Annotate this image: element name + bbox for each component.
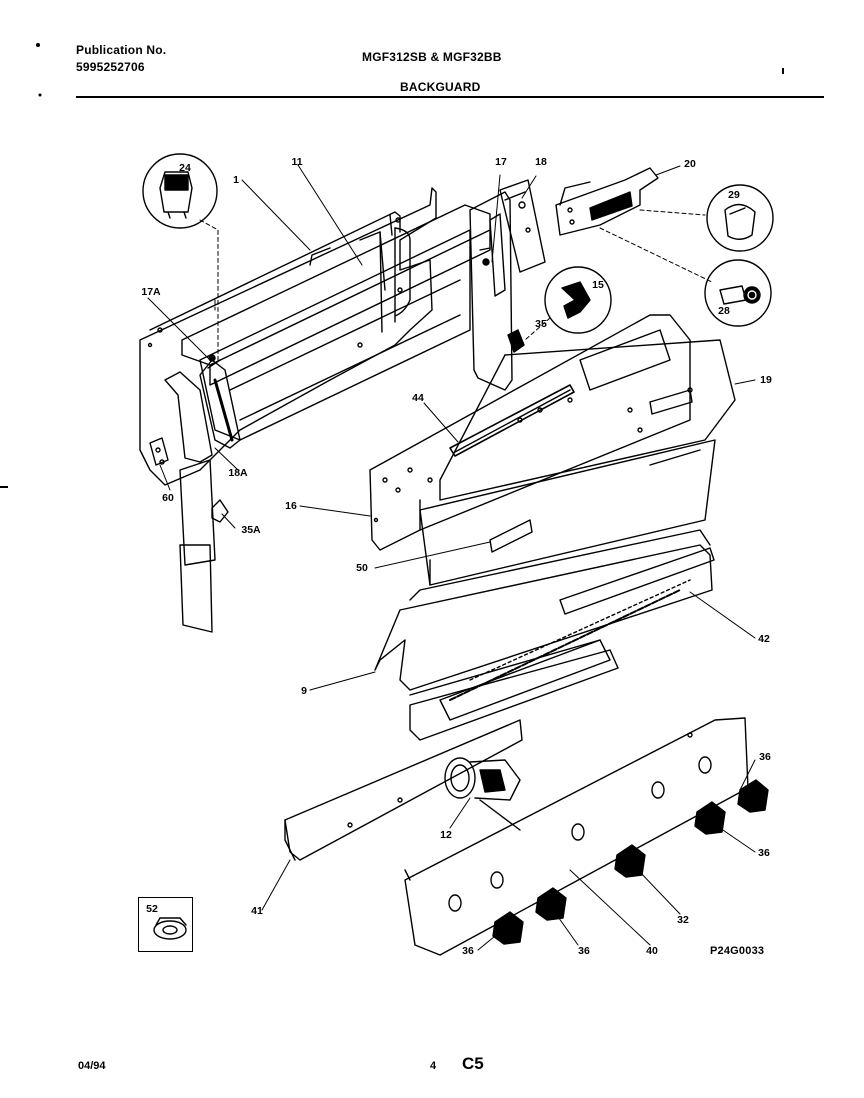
knob-insert-part-29 — [706, 184, 774, 252]
bushing-part-28 — [704, 259, 772, 327]
vertical-strip — [179, 459, 216, 633]
valve-part-12 — [444, 757, 521, 831]
publication-label: Publication No. — [76, 43, 167, 57]
callout-part-60: 60 — [162, 492, 174, 504]
callout-part-15: 15 — [592, 279, 604, 291]
callout-part-35a: 35A — [241, 524, 261, 536]
callout-part-24: 24 — [179, 162, 191, 174]
callout-part-29: 29 — [728, 189, 740, 201]
header-divider — [76, 96, 824, 98]
callout-part-19: 19 — [760, 374, 772, 386]
callout-part-17: 17 — [495, 156, 507, 168]
burner-cap-part-52 — [153, 917, 187, 940]
rear-panel-part-1 — [139, 187, 437, 486]
scan-marks — [0, 43, 784, 488]
bracket-part-35 — [507, 329, 525, 353]
callout-part-12: 12 — [440, 829, 452, 841]
front-panel-part-40 — [404, 717, 749, 956]
footer-section-code: C5 — [462, 1054, 484, 1073]
screw-part-60 — [149, 437, 169, 466]
left-end-bracket-part-17a — [164, 354, 241, 463]
section-title: BACKGUARD — [400, 80, 481, 94]
rocker-switch-part-24 — [142, 153, 218, 229]
end-cap-part-18 — [499, 179, 546, 273]
clip-part-35a — [211, 499, 229, 523]
callout-part-41: 41 — [251, 905, 263, 917]
callout-part-36-lower-left: 36 — [462, 945, 474, 957]
control-panel-part-16 — [369, 314, 691, 551]
side-bracket-part-17 — [469, 191, 513, 391]
callout-part-20: 20 — [684, 158, 696, 170]
part-52-frame — [138, 897, 193, 952]
callout-part-50: 50 — [356, 562, 368, 574]
control-panel-part-19 — [439, 329, 736, 501]
dashed-leaders — [199, 209, 713, 361]
footer-page-number: 4 — [430, 1060, 437, 1072]
callout-part-9: 9 — [301, 685, 307, 697]
callout-part-16: 16 — [285, 500, 297, 512]
callout-part-44: 44 — [412, 392, 424, 404]
callout-part-36-right: 36 — [758, 847, 770, 859]
callout-part-52: 52 — [146, 903, 158, 915]
callout-part-36-upper: 36 — [759, 751, 771, 763]
drawing-code: P24G0033 — [710, 945, 765, 957]
clip-part-15 — [544, 266, 612, 334]
slot-trim-part-44 — [449, 384, 575, 457]
cover-part-50 — [419, 439, 716, 586]
callout-part-40: 40 — [646, 945, 658, 957]
publication-number: 5995252706 — [76, 60, 145, 74]
manifold-bracket-part-41 — [284, 719, 523, 861]
callout-part-42: 42 — [758, 633, 770, 645]
manifold-panel-part-9 — [374, 529, 713, 741]
callout-part-18: 18 — [535, 156, 547, 168]
callout-part-1: 1 — [233, 174, 239, 186]
switch-assembly-part-20 — [555, 167, 659, 236]
model-numbers: MGF312SB & MGF32BB — [362, 50, 502, 64]
callout-part-18a: 18A — [228, 467, 248, 479]
callout-part-11: 11 — [291, 156, 303, 168]
callout-part-17a: 17A — [141, 286, 161, 298]
callout-part-32: 32 — [677, 914, 689, 926]
callout-part-35: 35 — [535, 318, 547, 330]
control-knobs — [492, 779, 769, 945]
callout-leaders — [147, 164, 756, 951]
callout-part-36-lower: 36 — [578, 945, 590, 957]
callout-part-28: 28 — [718, 305, 730, 317]
footer-date: 04/94 — [78, 1060, 106, 1072]
vent-trim-part-42 — [449, 547, 715, 701]
